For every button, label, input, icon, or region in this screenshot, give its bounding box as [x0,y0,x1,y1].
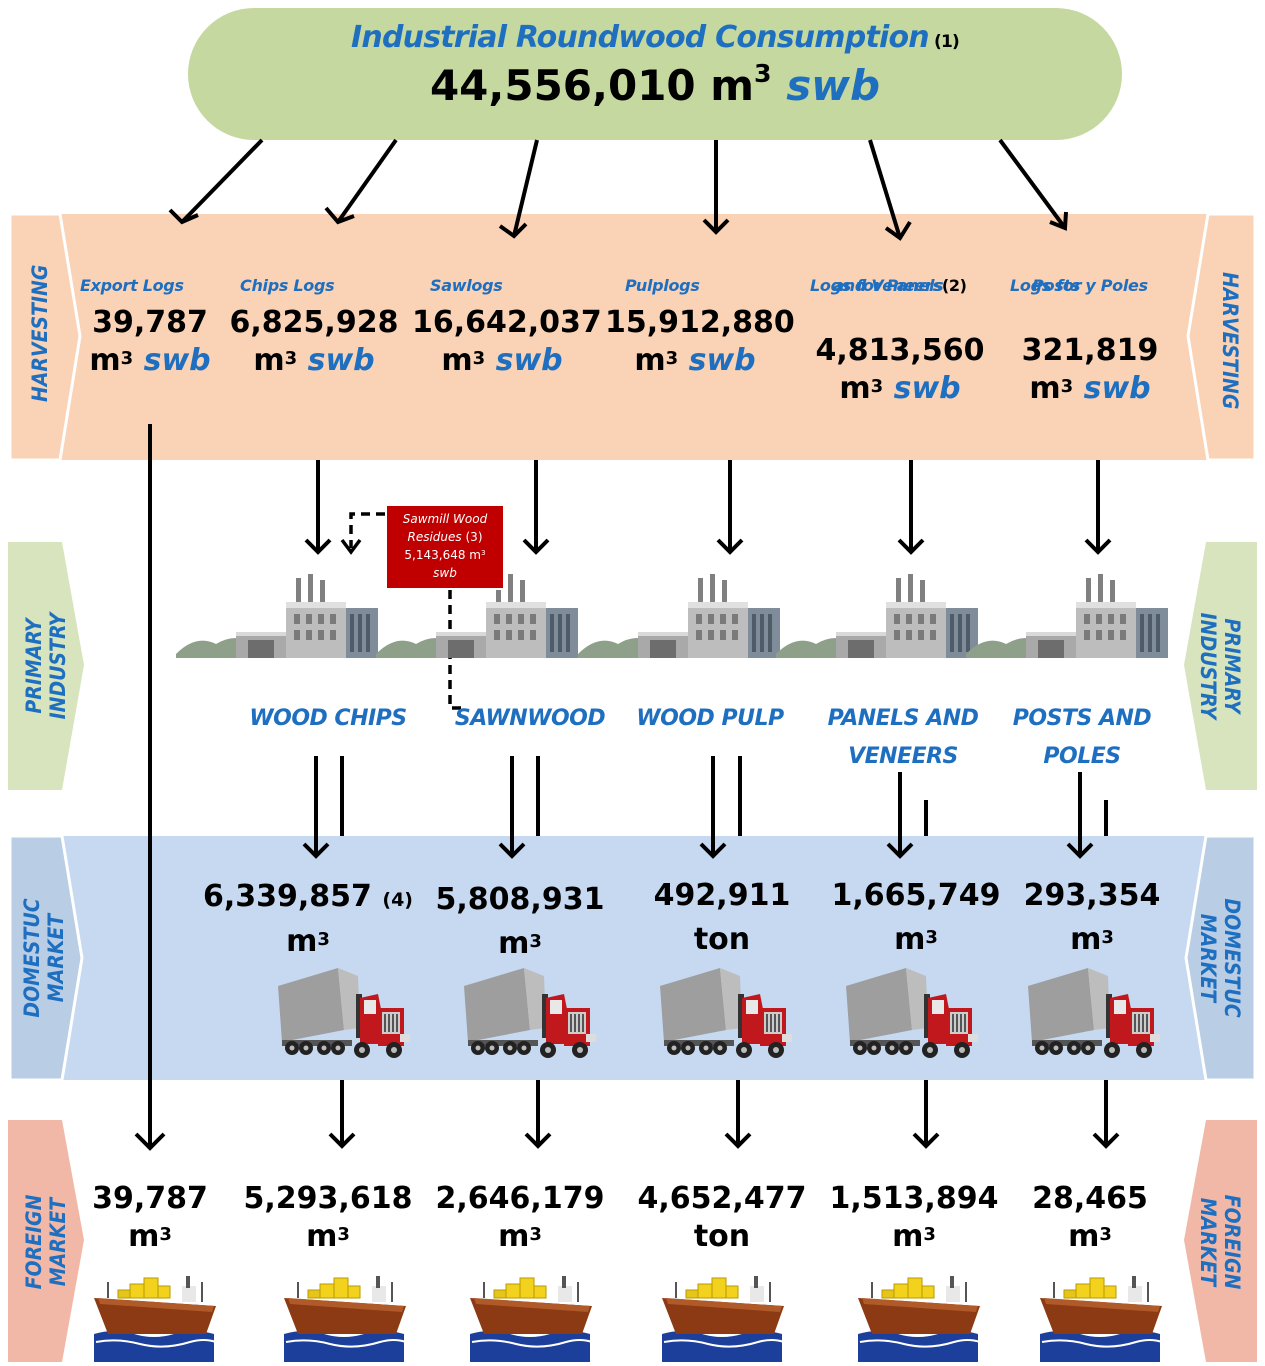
domestic-value: 6,339,857 (4) m3 [203,879,413,959]
total-qualifier: swb [786,61,881,110]
foreign-value: 2,646,179 m3 [435,1181,605,1254]
product-wood-chips: WOOD CHIPS [249,706,407,731]
foreign-value: 1,513,894 m3 [829,1181,999,1254]
ship-icon [857,1275,981,1363]
harvesting-band [10,214,1255,460]
harvest-value: 321,819 m3 swb [1021,333,1159,406]
domestic-value: 1,665,749 m3 [831,878,1001,957]
foreign-market-tab-right [1184,1120,1257,1362]
total-unit: m3 [710,59,772,110]
harvest-value: 39,787 m3 swb [89,305,211,378]
sawmill-residues-box: Sawmill Wood Residues (3) 5,143,648 m3 s… [385,504,505,590]
harvest-value: 4,813,560 m3 swb [815,333,985,406]
harvest-value: 15,912,880 m3 swb [605,305,795,378]
foreign-value: 28,465 m3 [1032,1181,1148,1254]
harvest-value: 6,825,928 m3 swb [229,305,399,378]
foreign-value: 4,652,477 ton [637,1181,807,1254]
arrow-down-icon [134,138,1120,1151]
header: Industrial Roundwood Consumption (1) 44,… [188,20,1122,110]
domestic-value: 293,354 m3 [1023,878,1161,957]
header-oval [188,8,1122,140]
domestic-market-band [10,836,1255,1080]
harvest-panels-veneers: Logs for Panels and Veneers(2) [810,276,967,295]
ship-icon [283,1275,407,1363]
foreign-value: 39,787 m3 [92,1181,208,1254]
ship-icon [93,1275,217,1363]
domestic-value: 492,911 ton [653,878,791,957]
foreign-value: 5,293,618 m3 [243,1181,413,1254]
domestic-value: 5,808,931 m3 [435,882,605,961]
primary-industry-tab-right [1184,542,1257,790]
primary-industry-tab-left [8,542,84,790]
product-wood-pulp: WOOD PULP [636,706,784,731]
residue-flow-lines [349,512,462,710]
harvest-posts-poles: Logs for Posts y Poles [1010,276,1148,295]
foreign-market-tab-left [8,1120,84,1362]
ship-icon [469,1275,593,1363]
product-sawnwood: SAWNWOOD [454,706,606,731]
ship-icon [1039,1275,1163,1363]
ship-icon [661,1275,785,1363]
header-note: (1) [933,32,960,52]
harvest-value: 16,642,037 m3 swb [412,305,602,378]
header-title: Industrial Roundwood Consumption [351,20,930,55]
total-value: 44,556,010 [429,61,696,110]
